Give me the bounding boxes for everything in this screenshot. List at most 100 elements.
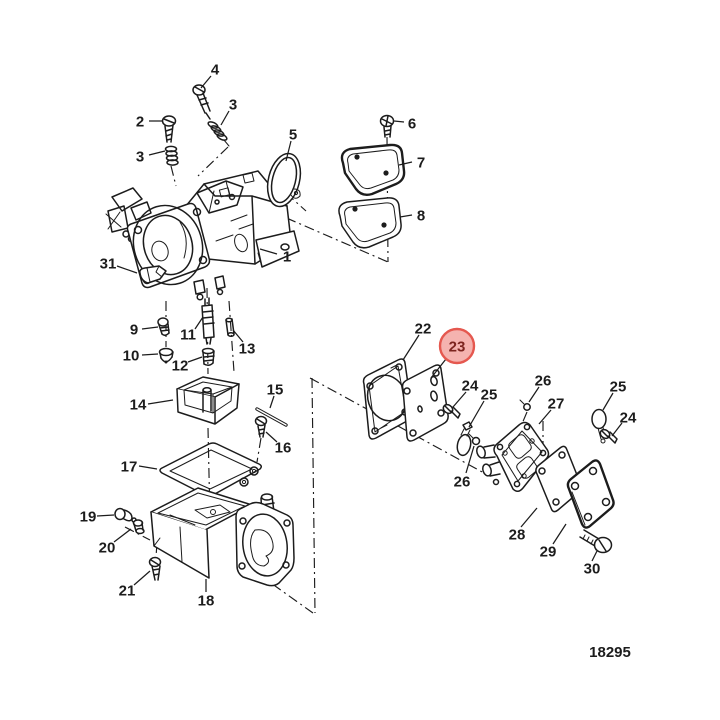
callout-5-label: 5 bbox=[289, 127, 297, 144]
callout-31-leader bbox=[116, 265, 138, 274]
callout-15-label: 15 bbox=[267, 382, 284, 399]
part-22-gasket-drawing bbox=[362, 358, 413, 440]
callout-24-left-label: 24 bbox=[462, 378, 479, 395]
part-27-pump-body-drawing bbox=[476, 421, 550, 492]
callout-12-label: 12 bbox=[172, 358, 189, 375]
callout-27[interactable]: 27 bbox=[538, 396, 565, 425]
part-19-plug-drawing bbox=[114, 507, 137, 523]
callout-6[interactable]: 6 bbox=[393, 116, 416, 133]
callout-6-leader bbox=[393, 120, 405, 123]
callout-19[interactable]: 19 bbox=[80, 509, 115, 526]
callout-7[interactable]: 7 bbox=[398, 155, 425, 172]
callout-23-label: 23 bbox=[449, 339, 466, 356]
callout-18[interactable]: 18 bbox=[198, 579, 215, 610]
part-12-main-jet-drawing bbox=[201, 347, 215, 367]
part-4-needle-screw-drawing bbox=[192, 84, 211, 120]
callout-4[interactable]: 4 bbox=[200, 62, 220, 89]
centerline-bowl-stack bbox=[207, 427, 211, 521]
callout-20[interactable]: 20 bbox=[99, 528, 132, 557]
callout-31-label: 31 bbox=[100, 256, 117, 273]
callout-29[interactable]: 29 bbox=[540, 523, 567, 561]
callout-3-lower-leader bbox=[148, 150, 166, 156]
callout-1-label: 1 bbox=[283, 249, 291, 266]
callout-28-label: 28 bbox=[509, 527, 526, 544]
centerline-vertical bbox=[311, 377, 316, 614]
callout-26-lower[interactable]: 26 bbox=[454, 445, 475, 491]
callout-27-label: 27 bbox=[548, 396, 565, 413]
part-9-jet-drawing bbox=[157, 317, 170, 337]
callout-12[interactable]: 12 bbox=[172, 356, 203, 375]
part-30-screw-drawing bbox=[579, 529, 613, 554]
callout-29-leader bbox=[552, 523, 567, 545]
part-14-float-drawing bbox=[176, 376, 240, 425]
callout-14-leader bbox=[147, 399, 174, 405]
callout-3-upper-leader bbox=[220, 110, 230, 126]
callout-16-leader bbox=[265, 431, 278, 443]
callout-28-leader bbox=[520, 507, 538, 528]
callout-3-upper[interactable]: 3 bbox=[220, 97, 237, 126]
part-31-plug-drawing bbox=[139, 265, 167, 284]
callout-26-upper[interactable]: 26 bbox=[528, 373, 551, 403]
callout-9-label: 9 bbox=[130, 322, 138, 339]
callout-21[interactable]: 21 bbox=[119, 570, 151, 600]
callout-30[interactable]: 30 bbox=[584, 550, 601, 578]
callout-17[interactable]: 17 bbox=[121, 459, 158, 476]
callout-31[interactable]: 31 bbox=[100, 256, 138, 274]
callout-2[interactable]: 2 bbox=[136, 114, 163, 131]
callout-5[interactable]: 5 bbox=[285, 127, 297, 162]
callout-14[interactable]: 14 bbox=[130, 397, 174, 414]
callout-13-label: 13 bbox=[239, 341, 256, 358]
callout-16-label: 16 bbox=[275, 440, 292, 457]
callout-25-right-leader bbox=[602, 392, 614, 411]
callout-25-right[interactable]: 25 bbox=[602, 379, 627, 411]
callout-25-right-label: 25 bbox=[610, 379, 627, 396]
part-24-screw-left-drawing bbox=[442, 403, 461, 419]
part-6-screw-drawing bbox=[379, 114, 395, 138]
callout-28[interactable]: 28 bbox=[509, 507, 538, 544]
callout-26-lower-label: 26 bbox=[454, 474, 471, 491]
callout-20-label: 20 bbox=[99, 540, 116, 557]
part-17-bowl-gasket-drawing bbox=[159, 442, 263, 497]
part-1-carburetor-body-drawing bbox=[105, 170, 300, 301]
part-10-plug-drawing bbox=[158, 347, 174, 364]
callout-15[interactable]: 15 bbox=[267, 382, 284, 409]
callout-2-label: 2 bbox=[136, 114, 144, 131]
callout-24-left[interactable]: 24 bbox=[452, 378, 479, 408]
callout-8[interactable]: 8 bbox=[399, 208, 425, 225]
callout-9[interactable]: 9 bbox=[130, 322, 159, 339]
callout-10[interactable]: 10 bbox=[123, 348, 159, 365]
part-26-ball-lower-drawing bbox=[468, 433, 481, 446]
callout-11[interactable]: 11 bbox=[180, 316, 204, 344]
callout-22[interactable]: 22 bbox=[402, 321, 431, 361]
callout-3-upper-label: 3 bbox=[229, 97, 237, 114]
callout-21-label: 21 bbox=[119, 583, 136, 600]
part-20-washer-drawing bbox=[132, 519, 145, 535]
callout-7-leader bbox=[398, 161, 413, 166]
part-11-nozzle-drawing bbox=[201, 297, 215, 345]
callout-13[interactable]: 13 bbox=[232, 329, 256, 358]
callout-21-leader bbox=[133, 570, 151, 586]
callout-23[interactable]: 23 bbox=[430, 327, 476, 379]
callout-1-leader bbox=[259, 248, 278, 255]
callout-16[interactable]: 16 bbox=[265, 431, 292, 457]
diagram-line-art bbox=[105, 84, 618, 587]
callout-8-leader bbox=[399, 214, 413, 218]
callout-5-leader bbox=[285, 140, 292, 162]
callout-15-leader bbox=[269, 395, 275, 409]
callout-3-lower[interactable]: 3 bbox=[136, 149, 166, 166]
callout-20-leader bbox=[113, 528, 132, 543]
callout-25-left-label: 25 bbox=[481, 387, 498, 404]
callout-9-leader bbox=[141, 326, 159, 330]
centerline-screw16 bbox=[256, 437, 262, 463]
callout-1[interactable]: 1 bbox=[259, 248, 291, 266]
part-26-clip-upper-drawing bbox=[519, 399, 531, 411]
callout-25-left[interactable]: 25 bbox=[468, 387, 498, 428]
callout-19-label: 19 bbox=[80, 509, 97, 526]
callout-25-left-leader bbox=[468, 400, 485, 428]
callout-29-label: 29 bbox=[540, 544, 557, 561]
part-13-tube-drawing bbox=[225, 317, 235, 338]
callout-24-right[interactable]: 24 bbox=[611, 410, 637, 437]
callout-24-left-leader bbox=[452, 391, 467, 408]
callout-26-lower-leader bbox=[465, 445, 475, 474]
